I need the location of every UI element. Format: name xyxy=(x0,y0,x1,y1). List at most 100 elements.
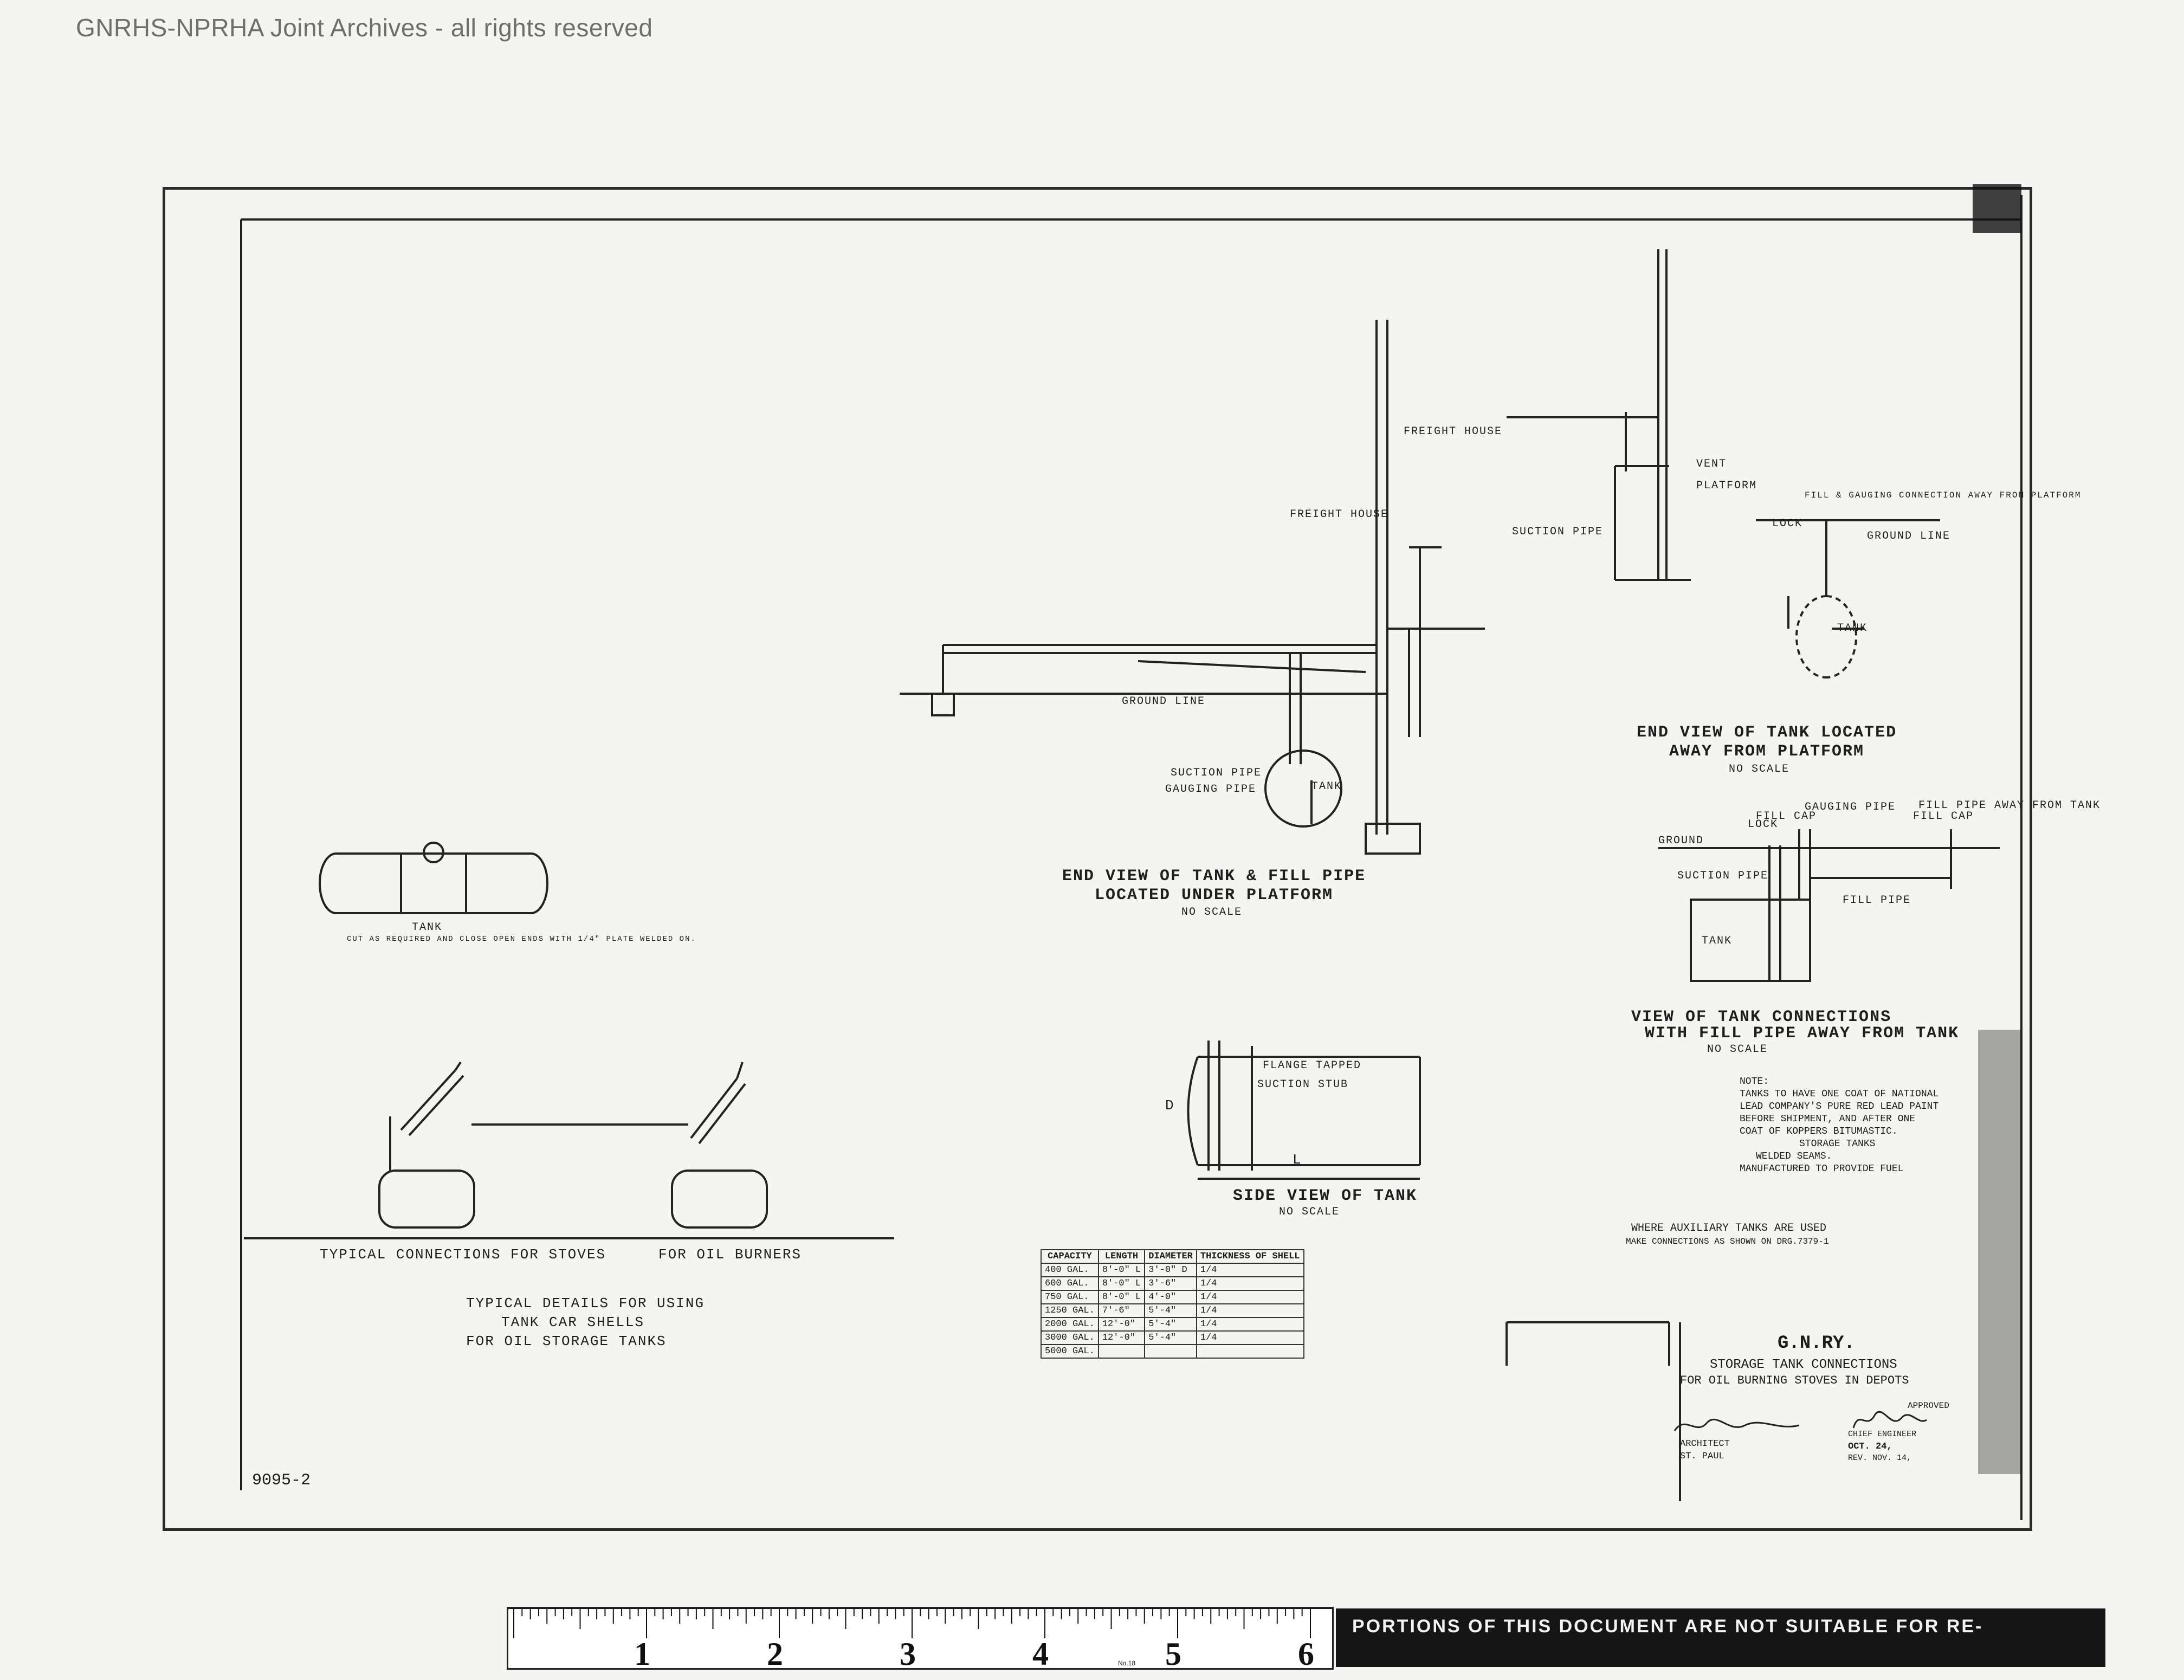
table-cell: 8'-0" L xyxy=(1097,1290,1146,1304)
tank-label-connections: TANK xyxy=(1702,935,1733,947)
table-cell: 3'-0" D xyxy=(1144,1263,1197,1277)
suction-pipe-label-3: SUCTION PIPE xyxy=(1171,767,1262,779)
approved-label: APPROVED xyxy=(1908,1401,1949,1411)
drawing-number: 9095-2 xyxy=(252,1471,311,1490)
architect-label: ARCHITECT xyxy=(1680,1439,1730,1449)
table-cell: 1/4 xyxy=(1196,1276,1304,1291)
table-cell xyxy=(1196,1344,1304,1359)
drawing-sheet-border xyxy=(163,187,2032,1531)
table-cell: 3'-6" xyxy=(1144,1276,1197,1291)
drawing-title-2: FOR OIL BURNING STOVES IN DEPOTS xyxy=(1680,1374,1909,1387)
end-view-away-title: END VIEW OF TANK LOCATED xyxy=(1637,723,1897,742)
table-cell: 12'-0" xyxy=(1097,1317,1146,1332)
freight-house-label: FREIGHT HOUSE xyxy=(1404,425,1503,438)
fill-gauging-pipe-label: GAUGING PIPE xyxy=(1165,783,1257,796)
table-header: CAPACITY xyxy=(1041,1249,1099,1264)
aux-note-line: WHERE AUXILIARY TANKS ARE USED xyxy=(1631,1222,1827,1235)
table-header: DIAMETER xyxy=(1144,1249,1197,1264)
drawing-title-1: STORAGE TANK CONNECTIONS xyxy=(1710,1358,1897,1372)
location-label: ST. PAUL xyxy=(1680,1451,1724,1462)
table-cell: 1/4 xyxy=(1196,1263,1304,1277)
table-cell: 7'-6" xyxy=(1097,1303,1146,1318)
suction-stub-label: SUCTION STUB xyxy=(1257,1078,1349,1091)
table-cell: 12'-0" xyxy=(1097,1330,1146,1345)
table-cell: 3000 GAL. xyxy=(1041,1330,1099,1345)
tank-connections-scale: NO SCALE xyxy=(1707,1043,1768,1056)
lock-label: LOCK xyxy=(1772,518,1803,530)
table-cell: 5'-4" xyxy=(1144,1303,1197,1318)
table-row: 3000 GAL. 12'-0" 5'-4" 1/4 xyxy=(1041,1330,1304,1345)
ruler-caption: No.18 xyxy=(1118,1659,1136,1667)
fill-cap-label-2: FILL CAP xyxy=(1913,810,1974,823)
table-cell: 4'-0" xyxy=(1144,1290,1197,1304)
table-cell: 8'-0" L xyxy=(1097,1276,1146,1291)
typical-details-line-2: TANK CAR SHELLS xyxy=(501,1314,645,1330)
note-line: COAT OF KOPPERS BITUMASTIC. xyxy=(1740,1126,1898,1137)
note-line: MANUFACTURED TO PROVIDE FUEL xyxy=(1740,1164,1904,1174)
title-block: G.N.RY. STORAGE TANK CONNECTIONS FOR OIL… xyxy=(1669,1311,2016,1507)
chief-engineer-label: CHIEF ENGINEER xyxy=(1848,1430,1917,1439)
tank-connections-subtitle: WITH FILL PIPE AWAY FROM TANK xyxy=(1645,1024,1960,1043)
reproduction-notice: PORTIONS OF THIS DOCUMENT ARE NOT SUITAB… xyxy=(1336,1608,2105,1667)
table-cell: 1250 GAL. xyxy=(1041,1303,1099,1318)
note-line: BEFORE SHIPMENT, AND AFTER ONE xyxy=(1740,1114,1916,1125)
flange-tapped-label: FLANGE TAPPED xyxy=(1263,1059,1362,1072)
ruler-number: 2 xyxy=(767,1636,783,1672)
table-cell: 5'-4" xyxy=(1144,1330,1197,1345)
table-cell xyxy=(1097,1344,1146,1359)
table-header: THICKNESS OF SHELL xyxy=(1196,1249,1304,1264)
side-view-scale: NO SCALE xyxy=(1279,1206,1340,1218)
measuring-ruler: 1 2 3 4 5 6 No.18 xyxy=(507,1607,1334,1672)
table-cell: 5000 GAL. xyxy=(1041,1344,1099,1359)
table-cell: 1/4 xyxy=(1196,1317,1304,1332)
ground-line-center-label: GROUND LINE xyxy=(1122,695,1206,708)
freight-house-label-2: FREIGHT HOUSE xyxy=(1290,508,1389,521)
paint-note: NOTE: TANKS TO HAVE ONE COAT OF NATIONAL… xyxy=(1740,1076,1939,1175)
fill-gauging-connection-label: FILL & GAUGING CONNECTION AWAY FROM PLAT… xyxy=(1805,490,2082,500)
table-cell: 600 GAL. xyxy=(1041,1276,1099,1291)
ruler-number: 5 xyxy=(1165,1636,1181,1672)
ruler-number: 4 xyxy=(1032,1636,1049,1672)
note-line: LEAD COMPANY'S PURE RED LEAD PAINT xyxy=(1740,1101,1939,1112)
table-cell: 1/4 xyxy=(1196,1303,1304,1318)
ruler-number: 6 xyxy=(1298,1636,1314,1672)
note-heading: NOTE: xyxy=(1740,1076,1769,1087)
suction-pipe-label: SUCTION PIPE xyxy=(1512,526,1604,538)
table-cell: 1/4 xyxy=(1196,1330,1304,1345)
table-cell: 1/4 xyxy=(1196,1290,1304,1304)
side-view-title: SIDE VIEW OF TANK xyxy=(1233,1187,1418,1205)
typical-connections-stoves: TYPICAL CONNECTIONS FOR STOVES xyxy=(320,1246,606,1263)
ruler-number: 3 xyxy=(900,1636,916,1672)
auxiliary-tank-note: WHERE AUXILIARY TANKS ARE USED MAKE CONN… xyxy=(1626,1222,1828,1248)
tank-label-center: TANK xyxy=(1311,780,1342,793)
fill-pipe-label: FILL PIPE xyxy=(1843,894,1911,907)
table-row: 1250 GAL. 7'-6" 5'-4" 1/4 xyxy=(1041,1303,1304,1318)
ground-label: GROUND xyxy=(1658,835,1704,847)
vent-label: VENT xyxy=(1696,458,1727,470)
platform-label: PLATFORM xyxy=(1696,480,1757,492)
typical-details-line-1: TYPICAL DETAILS FOR USING xyxy=(466,1295,705,1311)
table-cell xyxy=(1144,1344,1197,1359)
capacity-table: CAPACITY LENGTH DIAMETER THICKNESS OF SH… xyxy=(1041,1249,1304,1359)
engineer-signature xyxy=(1852,1411,1927,1429)
tank-connections-title: VIEW OF TANK CONNECTIONS xyxy=(1631,1008,1892,1026)
note-line: TANKS TO HAVE ONE COAT OF NATIONAL xyxy=(1740,1089,1939,1100)
table-row: 5000 GAL. xyxy=(1041,1344,1304,1359)
date-label: OCT. 24, xyxy=(1848,1442,1892,1452)
table-cell: 750 GAL. xyxy=(1041,1290,1099,1304)
table-cell: 8'-0" L xyxy=(1097,1263,1146,1277)
end-view-away-scale: NO SCALE xyxy=(1729,763,1790,776)
typical-details-line-3: FOR OIL STORAGE TANKS xyxy=(466,1333,667,1349)
note-line: STORAGE TANKS xyxy=(1799,1139,1876,1149)
dimension-l: L xyxy=(1293,1152,1302,1168)
archive-watermark: GNRHS-NPRHA Joint Archives - all rights … xyxy=(76,14,653,42)
fill-pipe-away-label: FILL PIPE AWAY FROM TANK xyxy=(1918,799,2101,812)
railway-name: G.N.RY. xyxy=(1778,1333,1855,1354)
tank-label-left: TANK xyxy=(412,921,443,934)
table-header: LENGTH xyxy=(1097,1249,1146,1264)
tank-label-away: TANK xyxy=(1837,622,1868,635)
architect-signature xyxy=(1673,1418,1800,1431)
typical-connections-oil-burners: FOR OIL BURNERS xyxy=(658,1246,802,1263)
tank-cut-note: CUT AS REQUIRED AND CLOSE OPEN ENDS WITH… xyxy=(347,935,696,944)
